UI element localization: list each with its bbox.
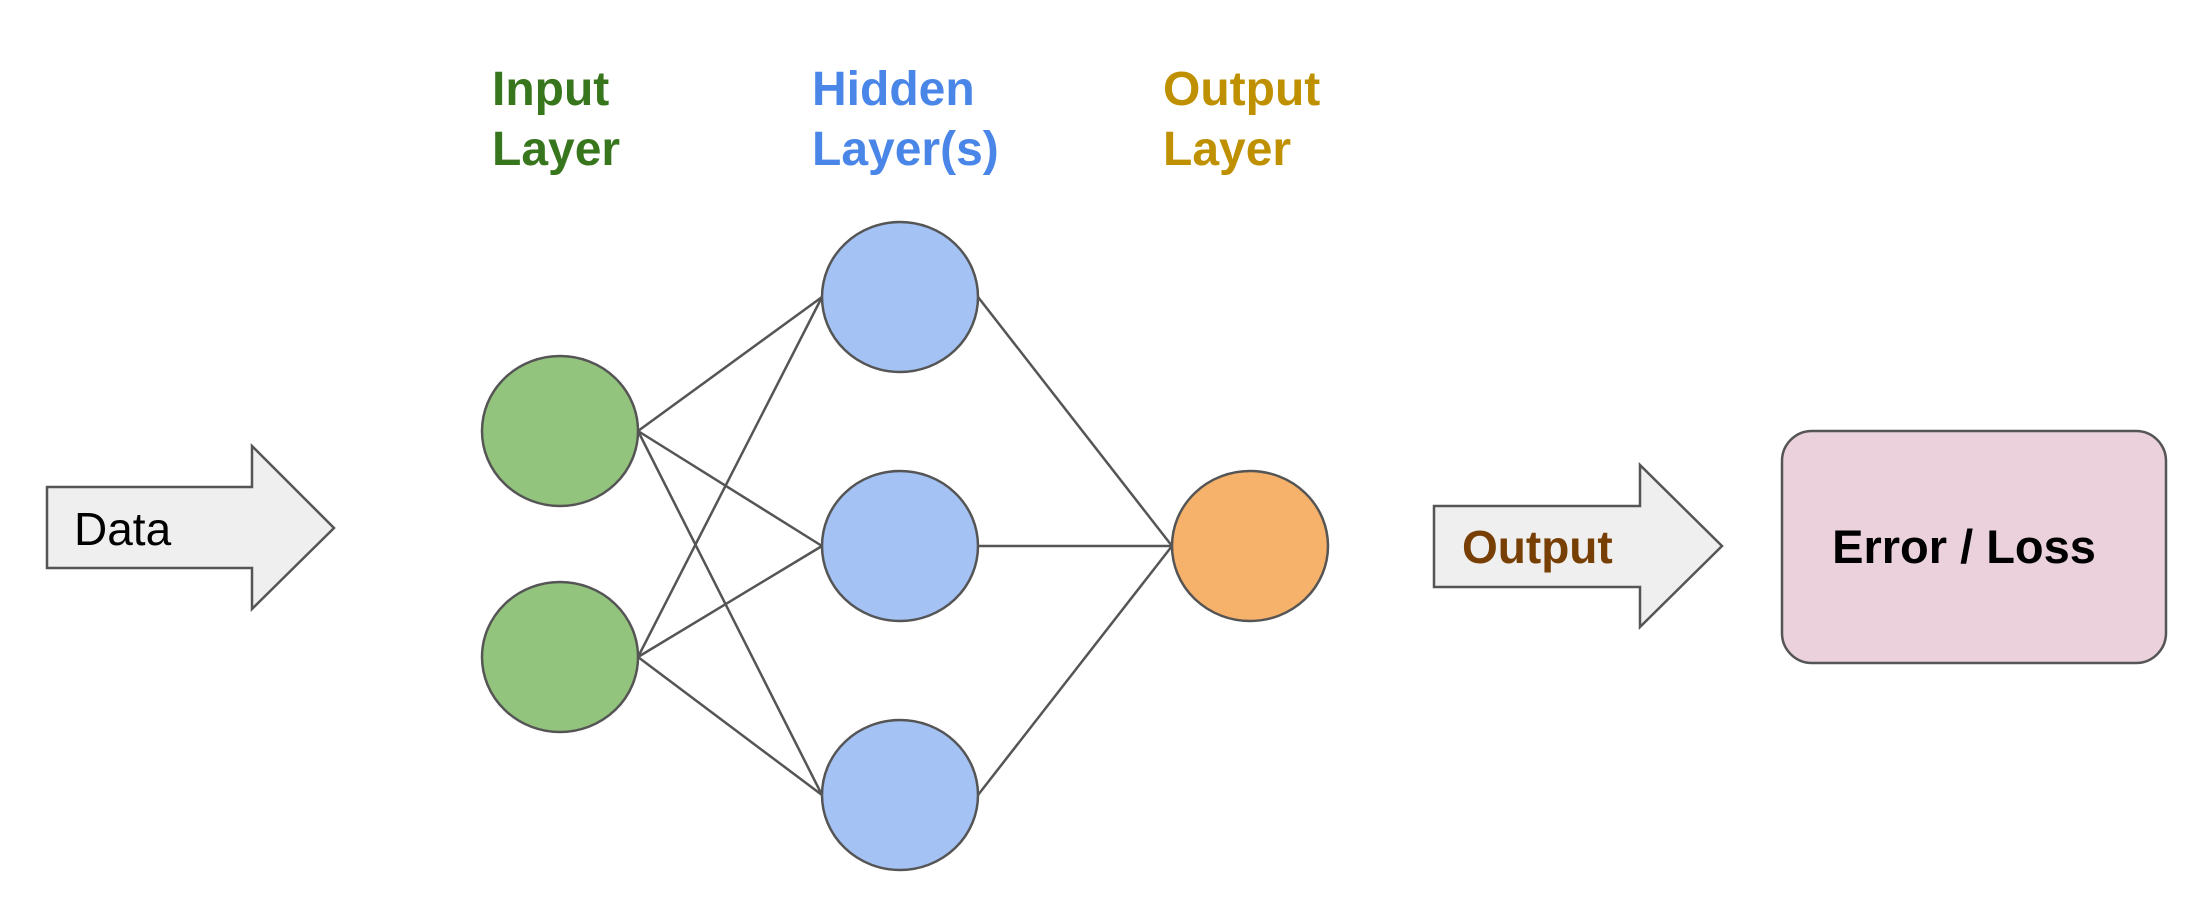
input-layer-heading-line1: Input xyxy=(492,63,609,116)
edge-input1-hidden2 xyxy=(637,429,823,548)
hidden-node-3 xyxy=(820,718,980,872)
hidden-node-1 xyxy=(820,220,980,374)
data-arrow-label: Data xyxy=(74,503,172,555)
data-arrow-shape xyxy=(45,442,336,612)
error-loss-label: Error / Loss xyxy=(1832,520,2096,573)
connections xyxy=(636,295,1173,796)
hidden-layer-heading-line1: Hidden xyxy=(812,63,975,116)
output-layer-nodes xyxy=(1170,469,1330,623)
edge-hidden3-output xyxy=(977,545,1173,796)
input-layer-heading: Input Layer xyxy=(492,63,620,176)
output-arrow: Output xyxy=(1432,462,1724,630)
input-node-1 xyxy=(480,354,640,508)
error-loss-box: Error / Loss xyxy=(1780,429,2168,665)
edge-input1-hidden3 xyxy=(636,430,824,796)
input-layer-nodes xyxy=(480,354,640,734)
data-arrow: Data xyxy=(45,442,336,612)
output-node-1 xyxy=(1170,469,1330,623)
edge-input2-hidden2 xyxy=(637,544,823,659)
output-layer-heading: Output Layer xyxy=(1163,63,1320,176)
edge-input1-hidden1 xyxy=(637,295,823,433)
hidden-layer-heading: Hidden Layer(s) xyxy=(812,63,999,176)
edge-input2-hidden3 xyxy=(637,656,823,796)
output-layer-heading-line2: Layer xyxy=(1163,123,1291,176)
hidden-node-2 xyxy=(820,469,980,623)
input-layer-heading-line2: Layer xyxy=(492,123,620,176)
error-loss-box-shape xyxy=(1780,429,2168,665)
hidden-layer-nodes xyxy=(820,220,980,872)
output-arrow-shape xyxy=(1432,462,1724,630)
input-node-2 xyxy=(480,580,640,734)
hidden-layer-heading-line2: Layer(s) xyxy=(812,123,999,176)
output-layer-heading-line1: Output xyxy=(1163,63,1320,116)
edge-input2-hidden1 xyxy=(636,296,824,658)
edge-hidden1-output xyxy=(977,296,1173,547)
output-arrow-label: Output xyxy=(1462,521,1613,573)
